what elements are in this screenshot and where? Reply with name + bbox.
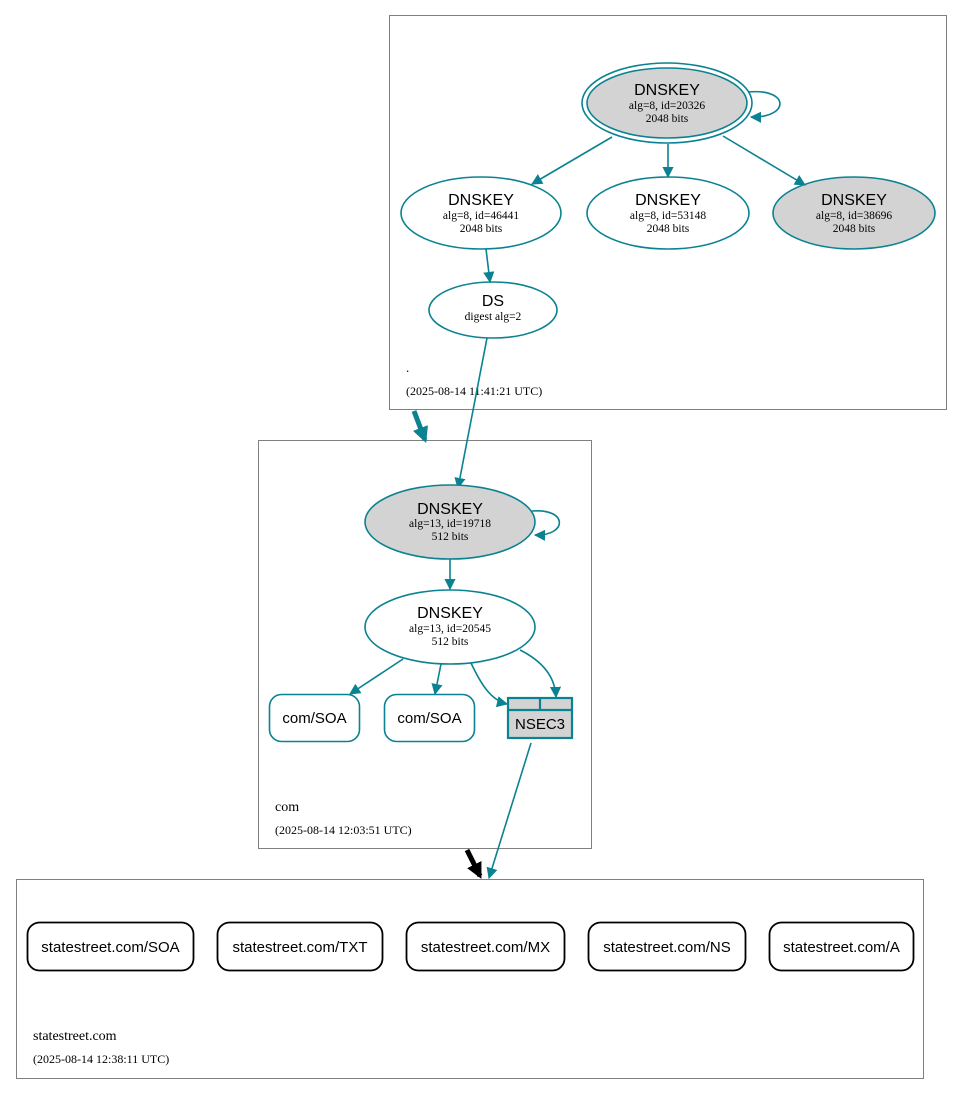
root-zsk2-alg: alg=8, id=53148 xyxy=(630,210,706,222)
com-soa-node-1[interactable]: com/SOA xyxy=(268,693,361,743)
root-zsk-53148-node[interactable]: DNSKEY alg=8, id=53148 2048 bits xyxy=(586,176,750,250)
edge-root-ksk-to-zsk1 xyxy=(531,136,613,185)
edge-com-zsk-to-soa1 xyxy=(349,658,404,695)
root-ksk-alg: alg=8, id=20326 xyxy=(629,100,705,112)
delegation-com-to-statestreet-arrow xyxy=(464,848,483,879)
com-ksk-self-loop xyxy=(531,510,561,541)
com-zsk-node[interactable]: DNSKEY alg=13, id=20545 512 bits xyxy=(364,589,536,665)
com-ksk-bits: 512 bits xyxy=(432,531,469,543)
root-zsk-46441-node[interactable]: DNSKEY alg=8, id=46441 2048 bits xyxy=(400,176,562,250)
com-soa-1-label: com/SOA xyxy=(282,710,346,727)
com-zsk-alg: alg=13, id=20545 xyxy=(409,623,491,635)
com-soa-2-label: com/SOA xyxy=(397,710,461,727)
root-ds-digest: digest alg=2 xyxy=(465,311,522,323)
root-zsk2-bits: 2048 bits xyxy=(647,223,690,235)
root-ksk-node[interactable]: DNSKEY alg=8, id=20326 2048 bits xyxy=(581,62,753,144)
record-statestreet-txt[interactable]: statestreet.com/TXT xyxy=(216,921,384,972)
root-ksk-title: DNSKEY xyxy=(634,82,700,99)
edge-root-zsk1-to-ds xyxy=(483,248,495,284)
com-nsec3-node[interactable]: NSEC3 xyxy=(506,696,574,740)
root-zsk3-alg: alg=8, id=38696 xyxy=(816,210,892,222)
com-zsk-title: DNSKEY xyxy=(417,605,483,622)
root-ksk-self-loop xyxy=(747,90,781,123)
com-ksk-title: DNSKEY xyxy=(417,501,483,518)
edge-com-zsk-to-soa2 xyxy=(431,663,443,696)
root-ds-title: DS xyxy=(482,293,504,310)
edge-com-nsec3-to-statestreet xyxy=(486,742,532,880)
root-ds-node[interactable]: DS digest alg=2 xyxy=(428,281,558,339)
statestreet-zone-name: statestreet.com xyxy=(33,1029,117,1044)
record-statestreet-ns-label: statestreet.com/NS xyxy=(603,939,731,956)
record-statestreet-soa[interactable]: statestreet.com/SOA xyxy=(26,921,195,972)
com-zone-name: com xyxy=(275,800,299,815)
root-zsk3-title: DNSKEY xyxy=(821,192,887,209)
record-statestreet-mx[interactable]: statestreet.com/MX xyxy=(405,921,566,972)
edge-com-zsk-to-nsec3-a xyxy=(470,662,509,708)
record-statestreet-txt-label: statestreet.com/TXT xyxy=(232,939,367,956)
com-nsec3-label: NSEC3 xyxy=(515,716,565,733)
record-statestreet-a-label: statestreet.com/A xyxy=(783,939,900,956)
root-zsk-38696-node[interactable]: DNSKEY alg=8, id=38696 2048 bits xyxy=(772,176,936,250)
com-zsk-bits: 512 bits xyxy=(432,636,469,648)
edge-root-ds-to-com-ksk xyxy=(454,337,488,490)
root-zone-timestamp: (2025-08-14 11:41:21 UTC) xyxy=(406,384,542,398)
root-zsk3-bits: 2048 bits xyxy=(833,223,876,235)
statestreet-zone-box xyxy=(16,879,924,1079)
root-zsk1-title: DNSKEY xyxy=(448,192,514,209)
record-statestreet-ns[interactable]: statestreet.com/NS xyxy=(587,921,747,972)
com-zone-timestamp: (2025-08-14 12:03:51 UTC) xyxy=(275,823,412,837)
delegation-root-to-com-arrow xyxy=(411,410,428,443)
com-ksk-node[interactable]: DNSKEY alg=13, id=19718 512 bits xyxy=(364,484,536,560)
record-statestreet-mx-label: statestreet.com/MX xyxy=(421,939,550,956)
com-ksk-alg: alg=13, id=19718 xyxy=(409,518,491,530)
root-zone-name: . xyxy=(406,360,409,375)
root-zone-box xyxy=(389,15,947,410)
edge-com-zsk-to-nsec3-b xyxy=(519,649,562,699)
root-zsk1-alg: alg=8, id=46441 xyxy=(443,210,519,222)
record-statestreet-soa-label: statestreet.com/SOA xyxy=(41,939,179,956)
edge-root-ksk-to-zsk3 xyxy=(722,135,806,186)
statestreet-zone-timestamp: (2025-08-14 12:38:11 UTC) xyxy=(33,1052,169,1066)
root-zsk1-bits: 2048 bits xyxy=(460,223,503,235)
root-zsk2-title: DNSKEY xyxy=(635,192,701,209)
root-ksk-bits: 2048 bits xyxy=(646,113,689,125)
record-statestreet-a[interactable]: statestreet.com/A xyxy=(768,921,915,972)
com-soa-node-2[interactable]: com/SOA xyxy=(383,693,476,743)
